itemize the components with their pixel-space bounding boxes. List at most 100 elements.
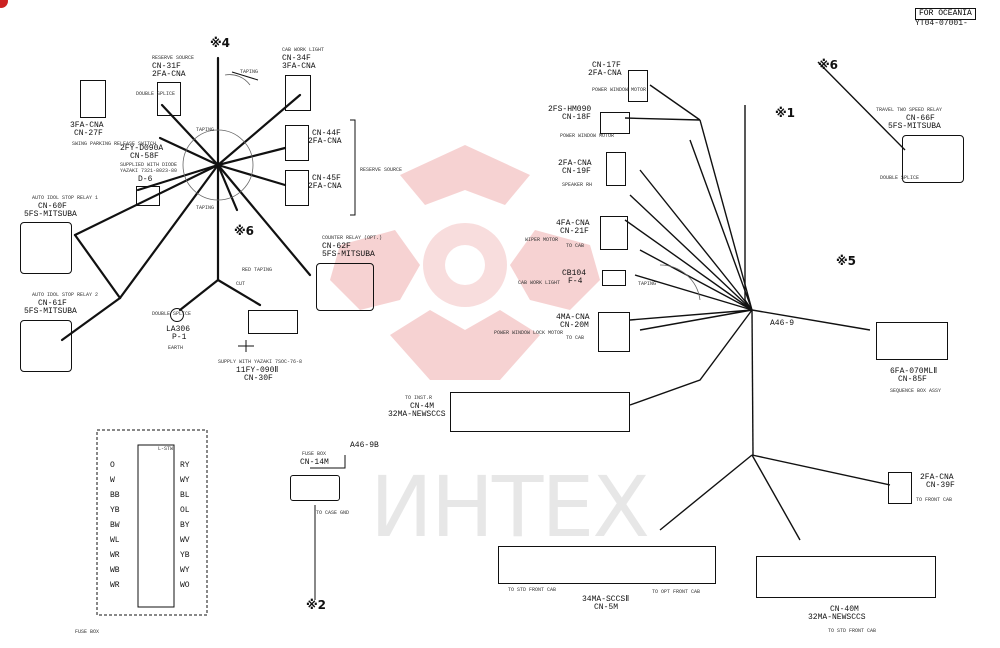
- cn39f-id: CN-39F: [926, 481, 955, 490]
- harness-main-label: A46-9: [770, 319, 795, 328]
- cn30f-id: CN-30F: [244, 374, 273, 383]
- cn5m-type: 34MA-SCCSⅡ: [582, 595, 630, 604]
- cn19f-type: 2FA-CNA: [558, 159, 592, 168]
- la306-symbol: [170, 308, 184, 322]
- cn17f-type: 2FA-CNA: [588, 69, 622, 78]
- cn58f-type: 2FY-D090A: [120, 144, 164, 153]
- fusebox-stw: L-STW: [158, 446, 174, 452]
- marker-6-left: ※6: [234, 224, 255, 238]
- cn58f-extra: YAZAKI 7321-8023-80: [120, 168, 178, 174]
- cn40m-connector: [756, 556, 936, 598]
- cn58f-desc: SUPPLIED WITH DIODE: [120, 162, 178, 168]
- taping-note-2: TAPING: [196, 127, 215, 133]
- marker-6-right: ※6: [818, 58, 839, 72]
- marker-1: ※1: [775, 106, 796, 120]
- watermark-text: ИНТЕХ: [370, 458, 650, 556]
- cn62f-id: CN-62F: [322, 242, 351, 251]
- cn5m-to1: TO STD FRONT CAB: [508, 587, 557, 593]
- la306-id: LA306: [166, 325, 191, 334]
- cn19f-connector: [606, 152, 626, 186]
- cn61f-id: CN-61F: [38, 299, 67, 308]
- cn34f-id: CN-34F: [282, 54, 311, 63]
- fuse-rows-right: RY WY BL OL BY WV YB WY WO: [180, 461, 204, 597]
- taping-note-4: TAPING: [638, 281, 657, 287]
- cn21f-desc: WIPER MOTOR: [525, 237, 559, 243]
- cn19f-id: CN-19F: [562, 167, 591, 176]
- cn27f-connector: [80, 80, 106, 118]
- cn62f-type: 5FS-MITSUBA: [322, 250, 375, 259]
- cn60f-desc: AUTO IDOL STOP RELAY 1: [32, 195, 99, 201]
- cb104-connector: [602, 270, 626, 286]
- d6-connector: [136, 186, 160, 206]
- cn30f-connector: [248, 310, 298, 334]
- cn4m-to: TO INST.R: [405, 395, 433, 401]
- cn20m-id: CN-20M: [560, 321, 589, 330]
- cn39f-connector: [888, 472, 912, 504]
- cn66f-connector: [902, 135, 964, 183]
- cn85f-id: CN-85F: [898, 375, 927, 384]
- cn19f-desc: SPEAKER RH: [562, 182, 593, 188]
- cn18f-type: 2FS-HM090: [548, 105, 592, 114]
- cn30f-type: 11FY-090Ⅱ: [236, 366, 279, 375]
- cn40m-type: 32MA-NEWSCCS: [808, 613, 866, 622]
- cn62f-desc: COUNTER RELAY (OPT.): [322, 235, 383, 241]
- cn20m-desc: POWER WINDOW LOCK MOTOR: [494, 330, 564, 336]
- cb104-id: CB104: [562, 269, 587, 278]
- cn61f-connector: [20, 320, 72, 372]
- cn21f-type: 4FA-CNA: [556, 219, 590, 228]
- cn4m-id: CN-4M: [410, 402, 435, 411]
- cn14m-to: TO CASE GND: [316, 510, 350, 516]
- cn5m-connector: [498, 546, 716, 584]
- reserve-source-label: RESERVE SOURCE: [360, 167, 403, 173]
- cn62f-connector: [316, 263, 374, 311]
- cn34f-type: 3FA-CNA: [282, 62, 316, 71]
- fuse-right-6: YB: [180, 551, 190, 560]
- taping-note-1: TAPING: [240, 69, 259, 75]
- cn40m-id: CN-40M: [830, 605, 859, 614]
- cn66f-type: 5FS-MITSUBA: [888, 122, 941, 131]
- cn45f-id: CN-45F: [312, 174, 341, 183]
- watermark-logo: [330, 145, 600, 380]
- fuse-left-6: WR: [110, 551, 120, 560]
- cb104-desc: CAB WORK LIGHT: [518, 280, 561, 286]
- cn18f-id: CN-18F: [562, 113, 591, 122]
- fuse-right-3: OL: [180, 506, 190, 515]
- cn20m-to: TO CAB: [566, 335, 585, 341]
- cn60f-type: 5FS-MITSUBA: [24, 210, 77, 219]
- cn17f-desc: POWER WINDOW MOTOR: [592, 87, 647, 93]
- cn17f-id: CN-17F: [592, 61, 621, 70]
- cn14m-desc: FUSE BOX: [302, 451, 327, 457]
- fuse-left-4: BW: [110, 521, 120, 530]
- fuse-rows-left: O W BB YB BW WL WR WB WR: [110, 461, 134, 597]
- cn61f-desc: AUTO IDOL STOP RELAY 2: [32, 292, 99, 298]
- cn5m-to2: TO OPT FRONT CAB: [652, 589, 701, 595]
- fuse-right-5: WV: [180, 536, 190, 545]
- cn4m-type: 32MA-NEWSCCS: [388, 410, 446, 419]
- cn45f-type: 2FA-CNA: [308, 182, 342, 191]
- cn61f-type: 5FS-MITSUBA: [24, 307, 77, 316]
- fuse-left-0: O: [110, 461, 115, 470]
- cn44f-connector: [285, 125, 309, 161]
- fuse-right-4: BY: [180, 521, 190, 530]
- cn85f-connector: [876, 322, 948, 360]
- fuse-left-1: W: [110, 476, 115, 485]
- marker-5: ※5: [836, 254, 857, 268]
- cn21f-to: TO CAB: [566, 243, 585, 249]
- fuse-left-7: WB: [110, 566, 120, 575]
- red-taping-note: RED TAPING: [242, 267, 273, 273]
- cn21f-connector: [600, 216, 628, 250]
- fuse-left-8: WR: [110, 581, 120, 590]
- cn39f-to: TO FRONT CAB: [916, 497, 953, 503]
- cn20m-type: 4MA-CNA: [556, 313, 590, 322]
- cn27f-id: CN-27F: [74, 129, 103, 138]
- fuse-left-2: BB: [110, 491, 120, 500]
- cn44f-id: CN-44F: [312, 129, 341, 138]
- corner-badge: [0, 0, 8, 8]
- cn40m-to: TO STD FRONT CAB: [828, 628, 877, 634]
- cn14m-id: CN-14M: [300, 458, 329, 467]
- fuse-right-7: WY: [180, 566, 190, 575]
- cn27f-type: 3FA-CNA: [70, 121, 104, 130]
- harness-fuse-label: A46-9B: [350, 441, 379, 450]
